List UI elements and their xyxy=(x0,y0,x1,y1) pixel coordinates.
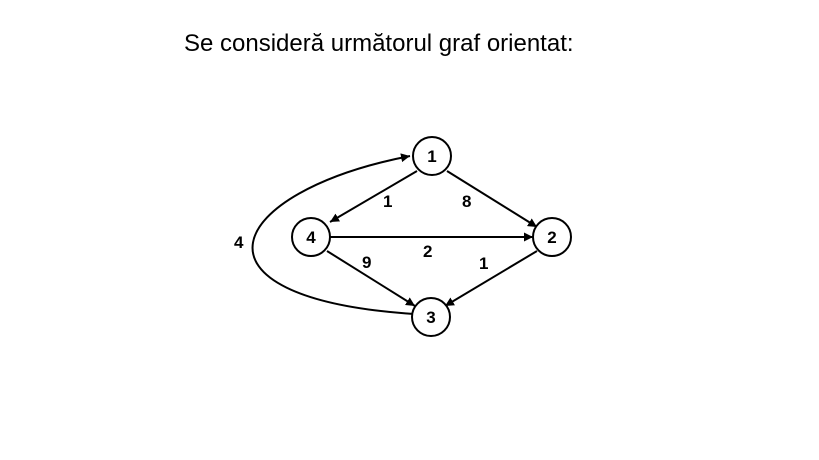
weight-edge-1-4: 1 xyxy=(383,192,392,211)
edge-2-3 xyxy=(444,250,538,307)
node-1-label: 1 xyxy=(427,147,436,166)
node-4-label: 4 xyxy=(306,228,316,247)
nodes: 1 2 3 4 xyxy=(291,136,572,337)
node-3-label: 3 xyxy=(426,308,435,327)
node-4: 4 xyxy=(291,217,331,257)
node-2-label: 2 xyxy=(547,228,556,247)
node-3: 3 xyxy=(411,297,451,337)
edge-3-1 xyxy=(251,153,415,315)
weight-edge-3-1: 4 xyxy=(234,233,244,252)
node-2: 2 xyxy=(532,217,572,257)
edge-weights: 1 8 2 9 1 4 xyxy=(234,192,488,273)
node-1: 1 xyxy=(412,136,452,176)
weight-edge-4-3: 9 xyxy=(362,253,371,272)
diagram-heading: Se consideră următorul graf orientat: xyxy=(184,30,574,57)
weight-edge-4-2: 2 xyxy=(423,242,432,261)
weight-edge-1-2: 8 xyxy=(462,192,471,211)
edges xyxy=(251,153,538,315)
edge-1-4 xyxy=(329,170,418,223)
weight-edge-2-3: 1 xyxy=(479,254,488,273)
edge-4-3 xyxy=(326,250,416,307)
edge-1-2 xyxy=(446,170,538,228)
